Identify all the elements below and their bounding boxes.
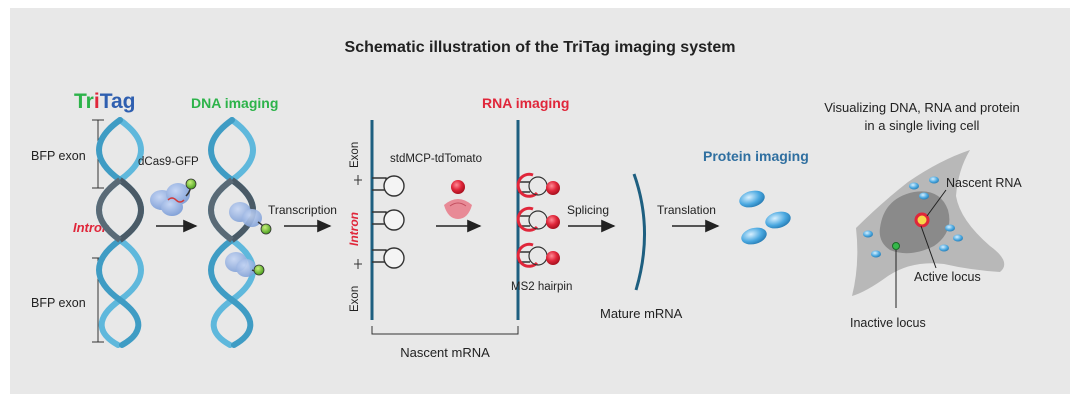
transcription-label: Transcription: [268, 203, 337, 217]
rna-imaging-heading: RNA imaging: [482, 95, 569, 111]
bfp-exon-top-label: BFP exon: [31, 149, 86, 163]
stdmcp-tdtomato-label: stdMCP-tdTomato: [390, 153, 482, 165]
dna-helix-left: [96, 117, 144, 348]
cell-panel-heading-line1: Visualizing DNA, RNA and protein: [824, 100, 1020, 115]
nascent-side-ticks: [354, 175, 362, 269]
mature-mrna-strand: [632, 173, 647, 291]
inactive-locus-label: Inactive locus: [850, 316, 926, 330]
protein-imaging-heading: Protein imaging: [703, 148, 809, 164]
exon-bottom-label: Exon: [349, 286, 361, 312]
stdmcp-tdtomato-complex: [444, 180, 472, 219]
intron-label-middle: Intron: [347, 212, 361, 246]
nascent-mrna-bracket: [371, 326, 519, 335]
dna-imaging-heading: DNA imaging: [191, 95, 278, 111]
exon-top-label: Exon: [349, 142, 361, 168]
ms2-hairpin-label: MS2 hairpin: [511, 281, 572, 293]
translation-label: Translation: [657, 203, 716, 217]
tritag-logo: TriTag: [74, 90, 135, 113]
figure-title: Schematic illustration of the TriTag ima…: [345, 39, 736, 56]
nascent-hairpins: [372, 175, 405, 269]
dna-helix-bound: [208, 117, 272, 348]
splicing-label: Splicing: [567, 203, 609, 217]
nucleus: [879, 191, 950, 254]
tritag-i: i: [94, 90, 100, 113]
active-locus-label: Active locus: [914, 270, 981, 284]
nascent-rna-label: Nascent RNA: [946, 176, 1022, 190]
mature-mrna-label: Mature mRNA: [600, 306, 683, 321]
rna-bound-hairpins: [516, 172, 560, 268]
bfp-exon-bottom-label: BFP exon: [31, 296, 86, 310]
cell-panel-heading-line2: in a single living cell: [865, 118, 980, 133]
tritag-tr: Tr: [74, 90, 94, 113]
dcas9-gfp-complex: [150, 178, 197, 216]
inactive-locus-marker: [892, 242, 900, 250]
tritag-tag: Tag: [100, 90, 136, 113]
protein-blobs: [739, 190, 791, 245]
cell-proteins: [863, 176, 963, 258]
active-locus-marker: [914, 212, 930, 228]
dcas9-gfp-label: dCas9-GFP: [138, 156, 199, 168]
nascent-mrna-label: Nascent mRNA: [400, 345, 490, 360]
cell-leader-lines: [895, 189, 947, 308]
